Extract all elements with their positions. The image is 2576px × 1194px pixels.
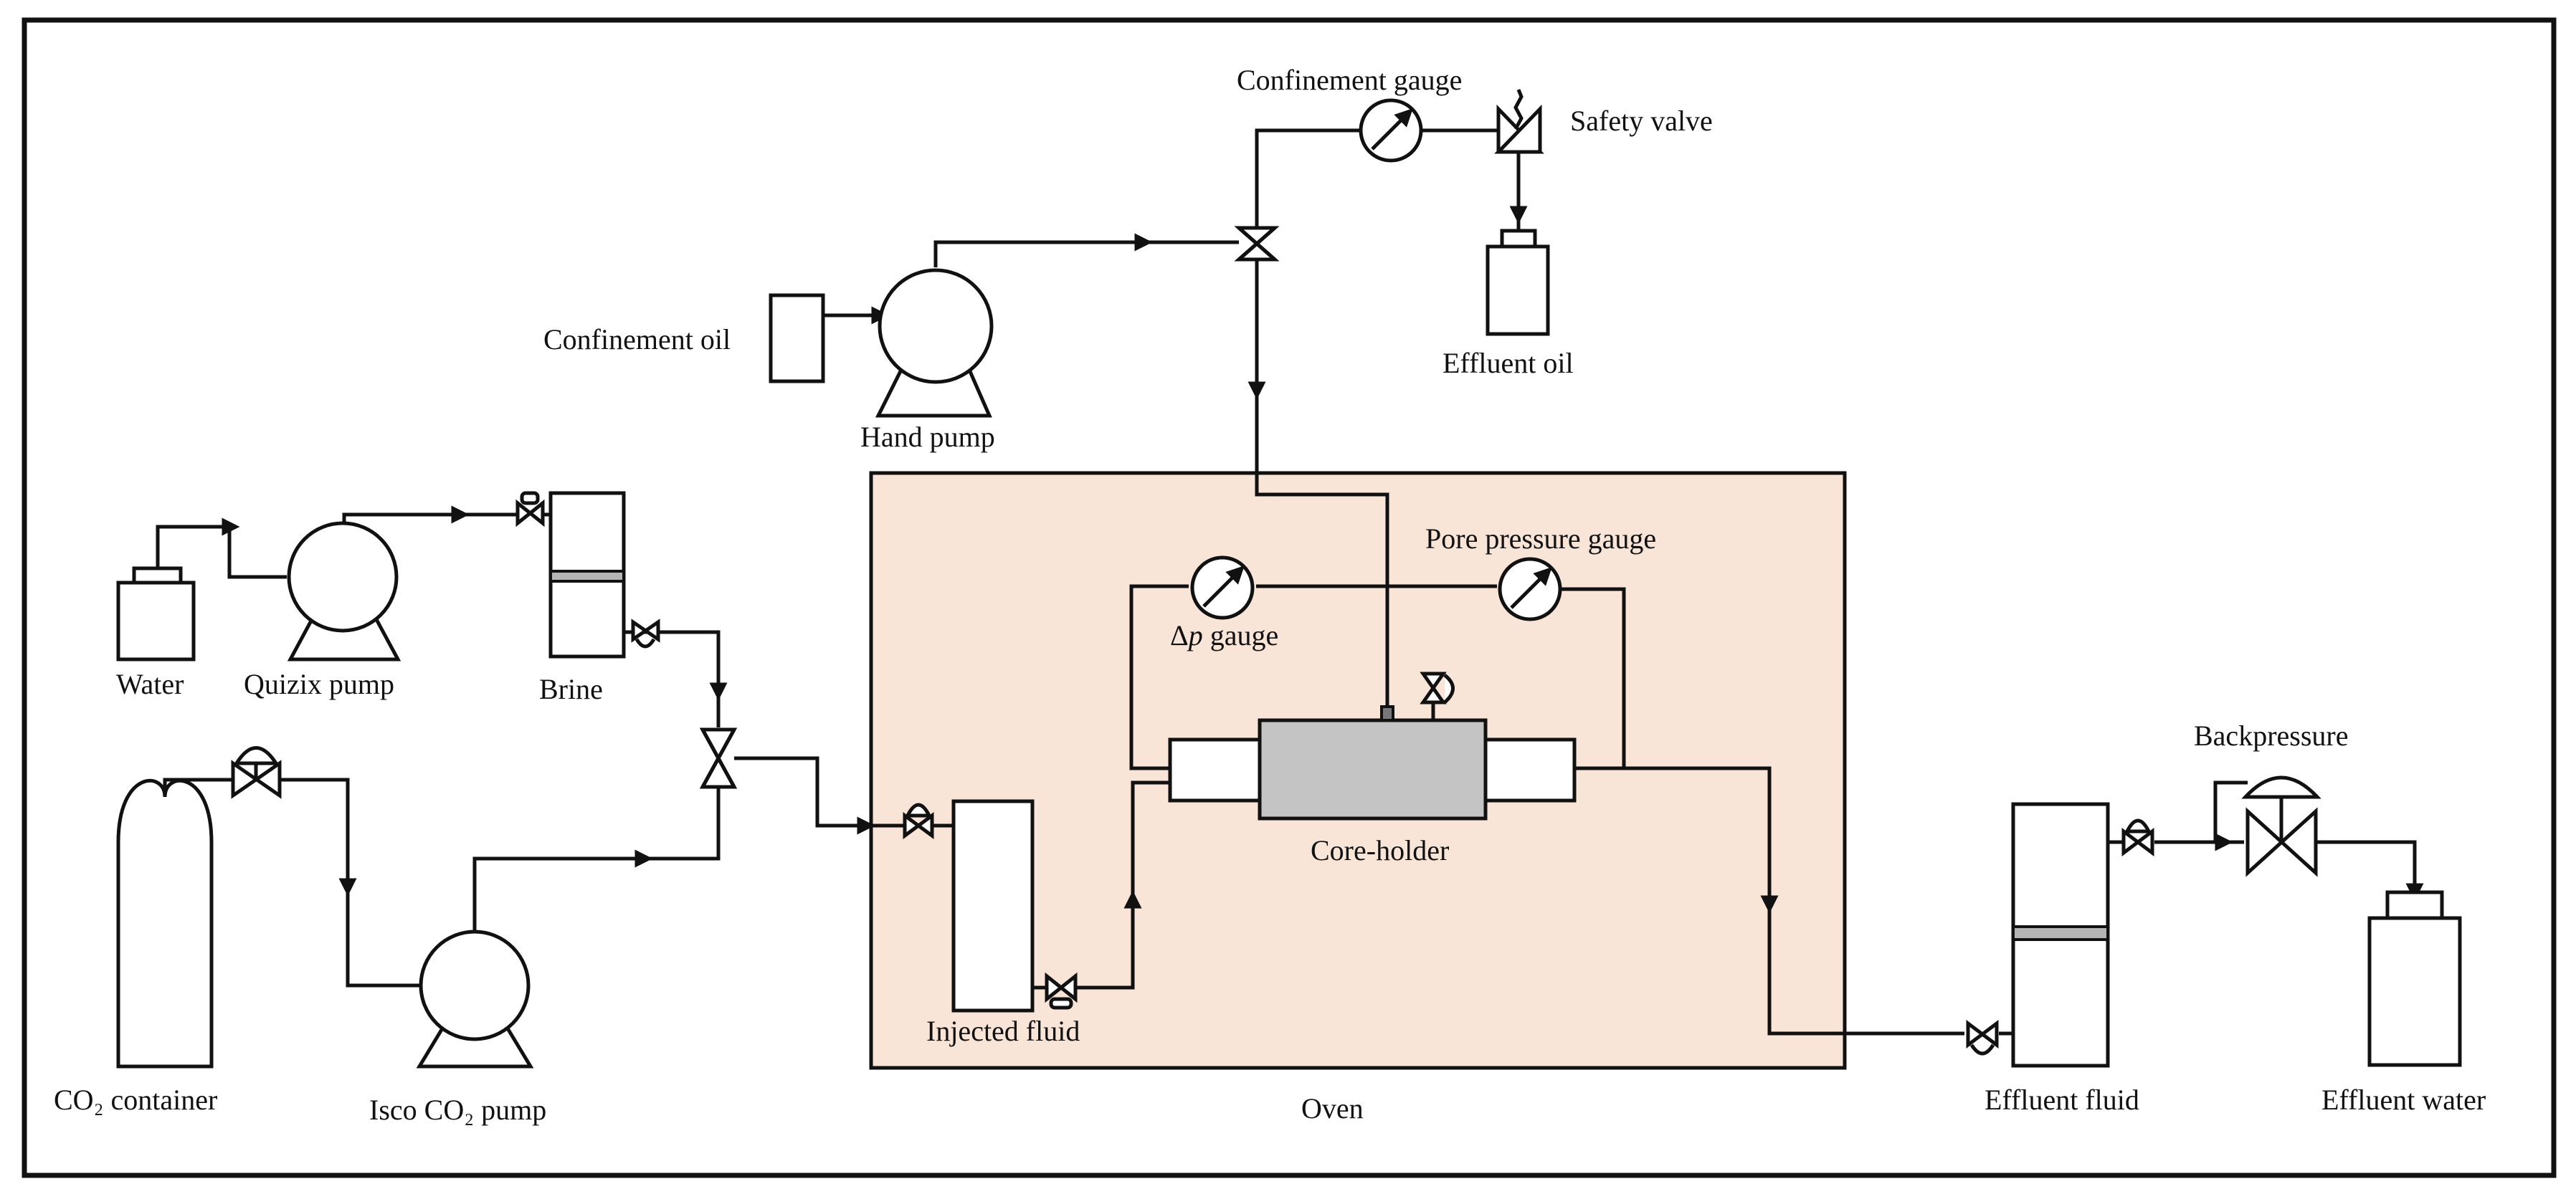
confinement-oil-container	[769, 293, 825, 383]
delta-p-gauge-icon	[1192, 558, 1253, 618]
label-co2-container: CO₂ container	[54, 1084, 217, 1116]
core-holder	[1168, 705, 1577, 821]
hand-pump-icon	[875, 268, 994, 418]
label-core-holder: Core-holder	[1311, 834, 1449, 866]
quizix-pump-icon	[287, 521, 401, 662]
injected-fluid-outlet-valve-icon	[1045, 972, 1078, 1010]
brine-accumulator	[548, 491, 626, 659]
label-water: Water	[116, 668, 184, 700]
label-backpressure: Backpressure	[2194, 720, 2348, 752]
backpressure-regulator-icon	[2241, 775, 2321, 877]
label-confinement-oil: Confinement oil	[543, 323, 731, 355]
pipe-dp-left	[1129, 584, 1189, 770]
core-vent-valve-icon	[1420, 672, 1455, 720]
water-container	[116, 566, 196, 662]
label-brine: Brine	[539, 673, 603, 705]
effluent-water-container	[2367, 890, 2462, 1067]
label-injected-fluid: Injected fluid	[926, 1015, 1080, 1047]
three-way-valve-icon-mid	[699, 727, 738, 789]
label-pore-pressure-gauge: Pore pressure gauge	[1425, 522, 1656, 555]
label-effluent-fluid: Effluent fluid	[1985, 1084, 2139, 1116]
three-way-valve-icon-top	[1234, 226, 1280, 262]
label-oven: Oven	[1301, 1092, 1364, 1124]
label-isco-co2-pump: Isco CO₂ pump	[369, 1094, 546, 1126]
effluent-oil-container	[1486, 229, 1550, 336]
effluent-fluid-outlet-valve-icon	[2121, 818, 2154, 856]
label-confinement-gauge: Confinement gauge	[1237, 64, 1462, 96]
pore-pressure-gauge-icon	[1500, 559, 1560, 619]
label-hand-pump: Hand pump	[860, 421, 995, 453]
label-delta-p-gauge: Δp gauge	[1170, 619, 1278, 651]
pipe-injected-to-core	[1048, 780, 1170, 990]
injected-fluid-inlet-valve-icon	[903, 803, 934, 839]
label-effluent-water: Effluent water	[2321, 1084, 2486, 1116]
brine-outlet-valve-icon	[631, 619, 660, 649]
confinement-gauge-icon	[1361, 100, 1421, 161]
label-effluent-oil: Effluent oil	[1443, 347, 1574, 379]
injected-fluid-accumulator	[951, 799, 1035, 1013]
pipe-bpr-pilot	[2213, 780, 2248, 842]
co2-gas-cylinder-icon	[116, 778, 214, 1069]
label-quizix-pump: Quizix pump	[244, 668, 394, 700]
safety-valve-icon	[1494, 89, 1544, 154]
effluent-fluid-accumulator	[2011, 802, 2110, 1068]
co2-valve-icon	[231, 746, 282, 799]
brine-inlet-valve-icon	[515, 491, 545, 527]
label-safety-valve: Safety valve	[1570, 105, 1713, 137]
isco-co2-pump-icon	[416, 930, 534, 1069]
effluent-fluid-inlet-valve-icon	[1966, 1020, 1999, 1056]
pipe-confinement-to-core	[1255, 387, 1389, 707]
